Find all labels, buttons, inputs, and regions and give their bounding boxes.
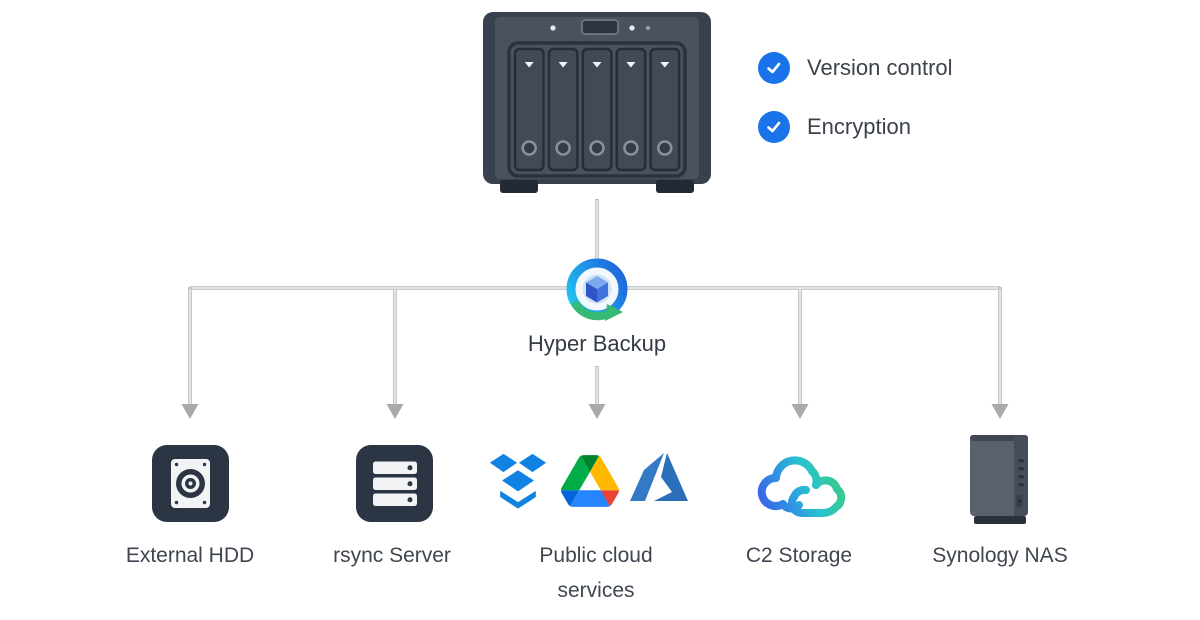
dropbox-icon — [488, 450, 548, 512]
nas-5bay-illustration — [482, 12, 712, 197]
hub-label: Hyper Backup — [527, 331, 667, 356]
label-external-hdd: External HDD — [125, 544, 255, 567]
cube-glyph — [586, 276, 608, 303]
google-drive-icon — [561, 455, 619, 507]
label-c2-storage: C2 Storage — [745, 544, 853, 567]
hyper-backup-icon — [563, 256, 631, 324]
label-rsync-server: rsync Server — [333, 544, 451, 567]
feature-label: Encryption — [807, 114, 911, 139]
nas-tower-icon — [968, 433, 1032, 525]
arrowheads — [181, 404, 1009, 419]
label-synology-nas: Synology NAS — [932, 544, 1068, 567]
check-circle-icon — [758, 52, 790, 84]
drive-bays — [513, 47, 681, 172]
label-line-1: Public cloud — [539, 544, 653, 567]
feature-label: Version control — [807, 55, 953, 80]
label-line-2: services — [557, 579, 635, 602]
feature-list: Version control Encryption — [758, 52, 953, 143]
label-public-cloud: Public cloud services — [539, 538, 652, 608]
led-lights — [1018, 459, 1024, 487]
feature-encryption: Encryption — [758, 111, 953, 143]
check-circle-icon — [758, 111, 790, 143]
azure-icon — [627, 451, 691, 503]
feature-version-control: Version control — [758, 52, 953, 84]
c2-cloud-icon — [753, 442, 847, 524]
server-rack-icon — [356, 445, 433, 522]
external-hdd-icon — [152, 445, 229, 522]
